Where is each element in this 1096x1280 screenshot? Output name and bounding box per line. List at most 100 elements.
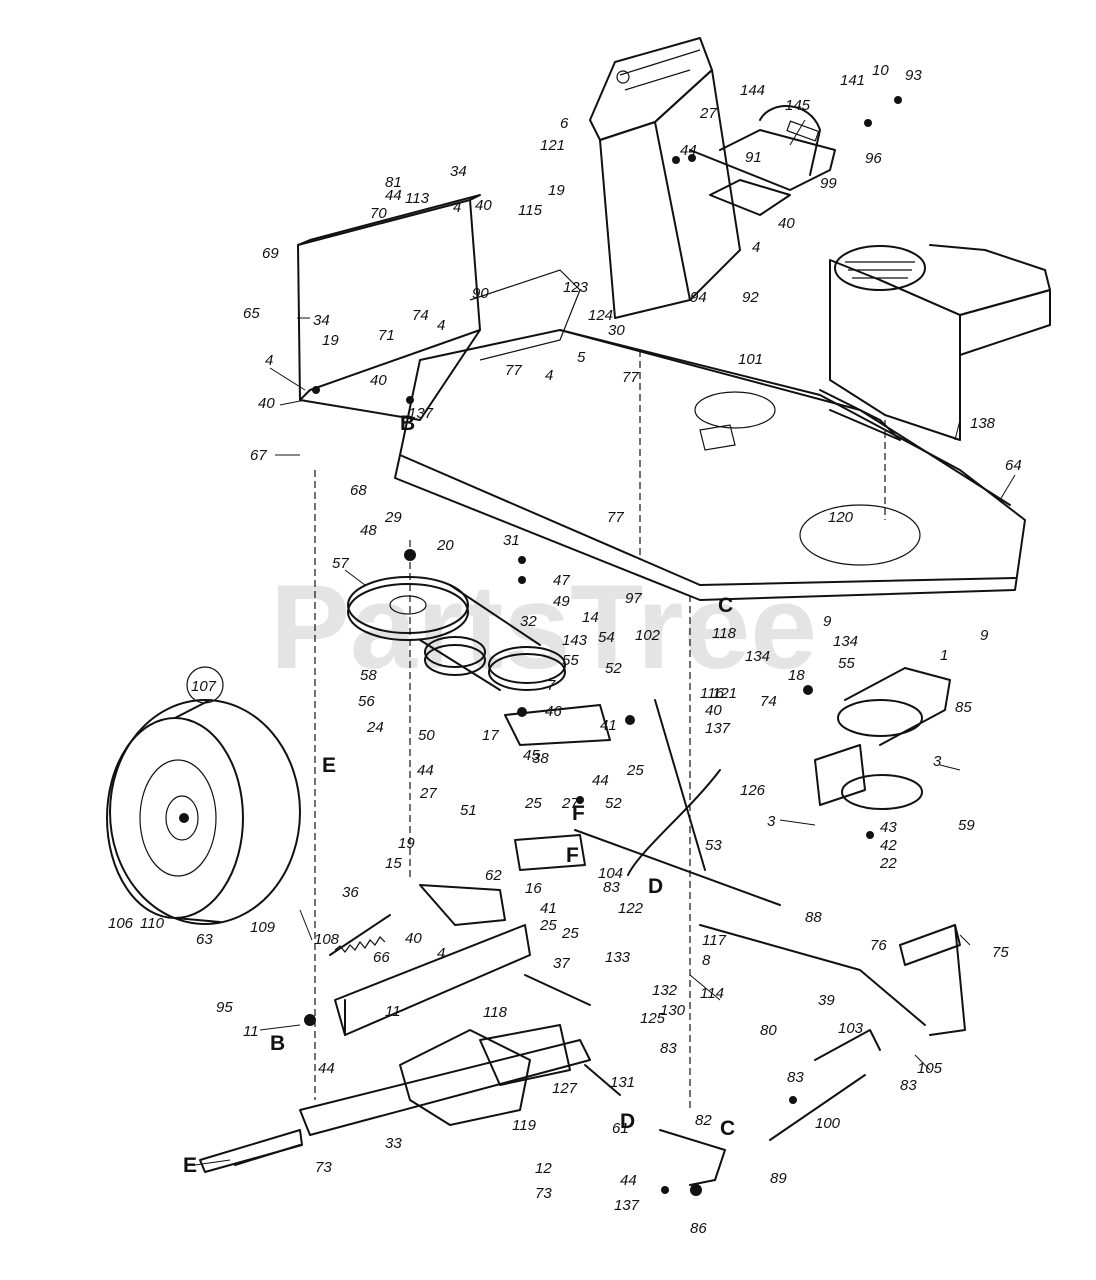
callout-4-b: 4 (752, 239, 760, 256)
leader-lines (194, 119, 1016, 1166)
callout-40: 40 (778, 215, 795, 232)
callout-52-b: 52 (605, 795, 622, 812)
callout-7: 7 (547, 677, 556, 694)
callout-32: 32 (520, 613, 537, 630)
callout-105: 105 (917, 1060, 943, 1077)
callout-95: 95 (216, 999, 233, 1016)
callout-1: 1 (940, 647, 948, 664)
callout-99: 99 (820, 175, 837, 192)
callout-4-c: 4 (453, 199, 461, 216)
callout-66: 66 (373, 949, 390, 966)
callout-85: 85 (955, 699, 972, 716)
callout-25: 25 (626, 762, 644, 779)
engine (819, 244, 1051, 441)
callout-130: 130 (660, 1002, 686, 1019)
callout-88: 88 (805, 909, 822, 926)
callout-25-c: 25 (539, 917, 557, 934)
hardware-fasteners (304, 96, 902, 1196)
belt-pulleys (347, 576, 566, 691)
callout-137-c: 137 (614, 1197, 640, 1214)
right-pulley-bracket (814, 667, 951, 810)
callout-24: 24 (366, 719, 384, 736)
callout-69: 69 (262, 245, 279, 262)
callout-58: 58 (360, 667, 377, 684)
callout-137-b: 137 (705, 720, 731, 737)
callout-4-e: 4 (265, 352, 273, 369)
callout-40-e: 40 (705, 702, 722, 719)
ref-c-mid: C (718, 594, 733, 617)
callout-11-b: 11 (243, 1023, 259, 1040)
callout-109: 109 (250, 919, 276, 936)
callout-77-c: 77 (607, 509, 624, 526)
callout-110: 110 (140, 915, 165, 932)
callout-39: 39 (818, 992, 835, 1009)
callout-90: 90 (472, 285, 489, 302)
callout-31: 31 (503, 532, 520, 549)
callout-93: 93 (905, 67, 922, 84)
callout-5: 5 (577, 349, 586, 366)
callout-38: 38 (532, 750, 549, 767)
callout-107: 107 (191, 678, 217, 695)
callout-137: 137 (408, 405, 434, 422)
callout-116: 116 (700, 685, 725, 702)
callout-55-b: 55 (838, 655, 855, 672)
callout-134-b: 134 (833, 633, 858, 650)
callout-4-d: 4 (437, 317, 445, 334)
callout-44-d: 44 (417, 762, 434, 779)
callout-74: 74 (412, 307, 429, 324)
callout-51: 51 (460, 802, 477, 819)
callout-19: 19 (548, 182, 565, 199)
callout-80: 80 (760, 1022, 777, 1039)
ref-d-mid: D (648, 875, 663, 898)
callout-96: 96 (865, 150, 882, 167)
callout-123: 123 (563, 279, 589, 296)
callout-18: 18 (788, 667, 805, 684)
callout-91: 91 (745, 149, 762, 166)
callout-100: 100 (815, 1115, 841, 1132)
callout-62: 62 (485, 867, 502, 884)
callout-81: 81 (385, 174, 402, 191)
callout-94: 94 (690, 289, 707, 306)
callout-138: 138 (970, 415, 996, 432)
callout-115: 115 (518, 202, 543, 219)
ref-f-lower: F (572, 802, 585, 825)
callout-127: 127 (552, 1080, 578, 1097)
callout-25-d: 25 (561, 925, 579, 942)
callout-33: 33 (385, 1135, 402, 1152)
callout-83-d: 83 (787, 1069, 804, 1086)
ref-e-bottom: E (183, 1154, 197, 1177)
callout-125: 125 (640, 1010, 666, 1027)
rear-wheel (106, 699, 301, 925)
ref-f-upper: F (566, 844, 579, 867)
callout-3-b: 3 (767, 813, 776, 830)
callout-16: 16 (525, 880, 542, 897)
callout-36: 36 (342, 884, 359, 901)
left-frame-panel (297, 194, 581, 421)
callout-92: 92 (742, 289, 759, 306)
ref-b-top: B (400, 412, 415, 435)
callout-106: 106 (108, 915, 134, 932)
callout-15: 15 (385, 855, 402, 872)
callout-134: 134 (745, 648, 770, 665)
callout-11: 11 (385, 1003, 401, 1020)
callout-108: 108 (314, 931, 340, 948)
callout-27: 27 (699, 105, 717, 122)
callout-122: 122 (618, 900, 644, 917)
callout-48: 48 (360, 522, 377, 539)
callout-118-b: 118 (483, 1004, 508, 1021)
throttle-bracket (689, 105, 836, 216)
callout-132: 132 (652, 982, 678, 999)
callout-44-c: 44 (592, 772, 609, 789)
callout-118: 118 (712, 625, 737, 642)
callout-6: 6 (560, 115, 569, 132)
transaxle (199, 1024, 591, 1173)
callout-63: 63 (196, 931, 213, 948)
callout-40-b: 40 (475, 197, 492, 214)
callout-19-b: 19 (322, 332, 339, 349)
idler-bracket (504, 704, 611, 871)
callout-14: 14 (582, 609, 599, 626)
callout-71: 71 (378, 327, 395, 344)
callout-83-b: 83 (660, 1040, 677, 1057)
callout-19-c: 19 (398, 835, 415, 852)
